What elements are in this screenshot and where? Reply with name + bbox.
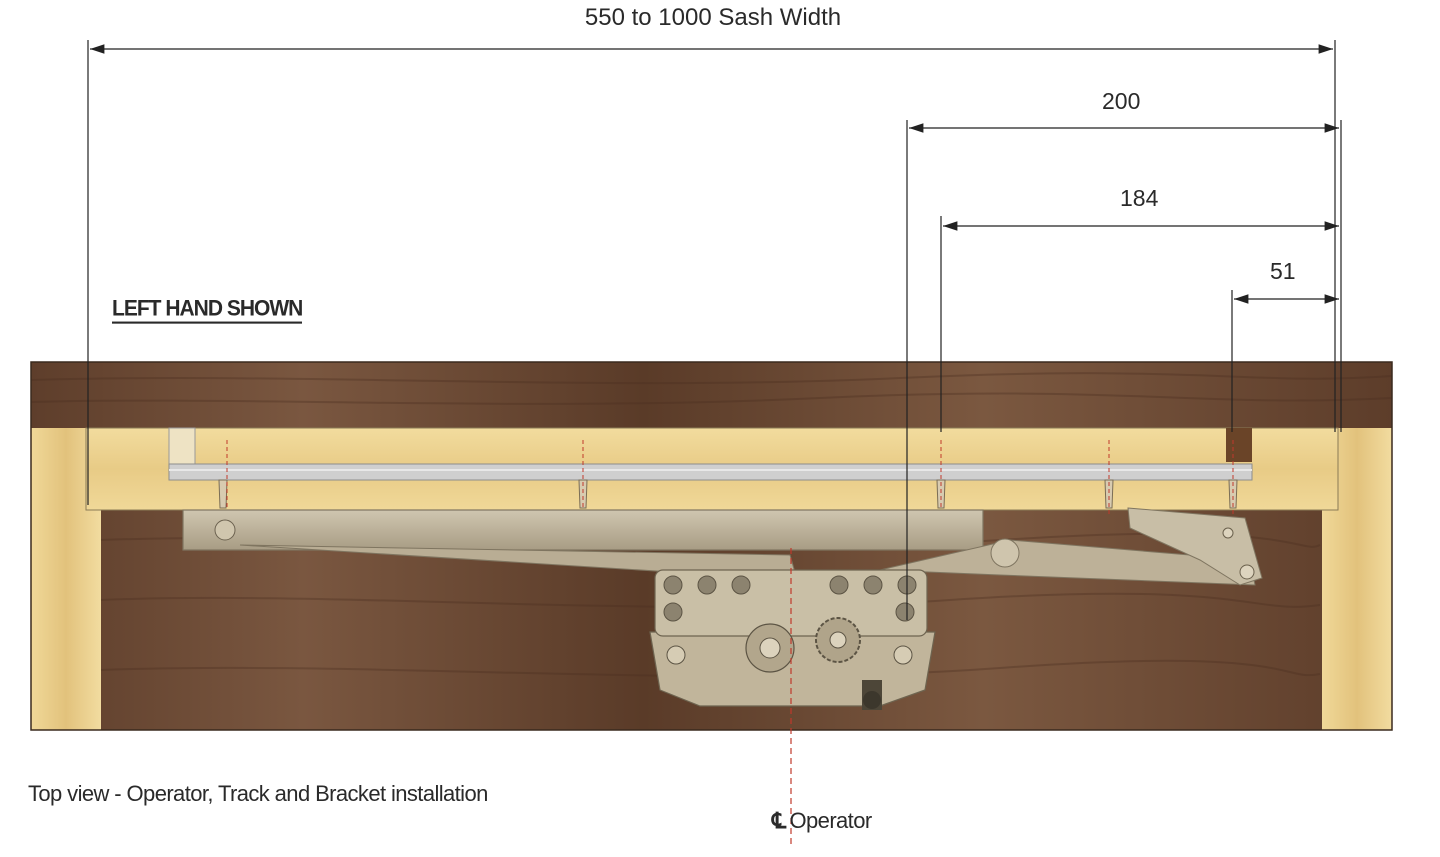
arm-pivot — [214, 519, 236, 541]
sash-bracket — [1127, 507, 1263, 586]
track — [168, 427, 1253, 481]
centerline-symbol-icon: ℄ — [772, 808, 786, 833]
dimension-184-label: 184 — [1120, 185, 1159, 211]
screw-centerlines — [226, 440, 1234, 515]
centerline-text: Operator — [789, 808, 873, 833]
sash-width-dimension-label: 550 to 1000 Sash Width — [584, 4, 842, 31]
mounting-holes — [663, 575, 917, 622]
screws — [218, 479, 1238, 509]
dimension-200-label: 200 — [1102, 88, 1141, 114]
keeper-block — [1226, 428, 1252, 462]
operator-arm — [182, 509, 984, 551]
dimension-lines — [87, 40, 1342, 620]
operator-centerline-label: ℄Operator — [772, 808, 872, 834]
view-caption: Top view - Operator, Track and Bracket i… — [28, 781, 488, 806]
dimension-51-label: 51 — [1270, 258, 1296, 284]
handing-note: LEFT HAND SHOWN — [112, 296, 303, 324]
